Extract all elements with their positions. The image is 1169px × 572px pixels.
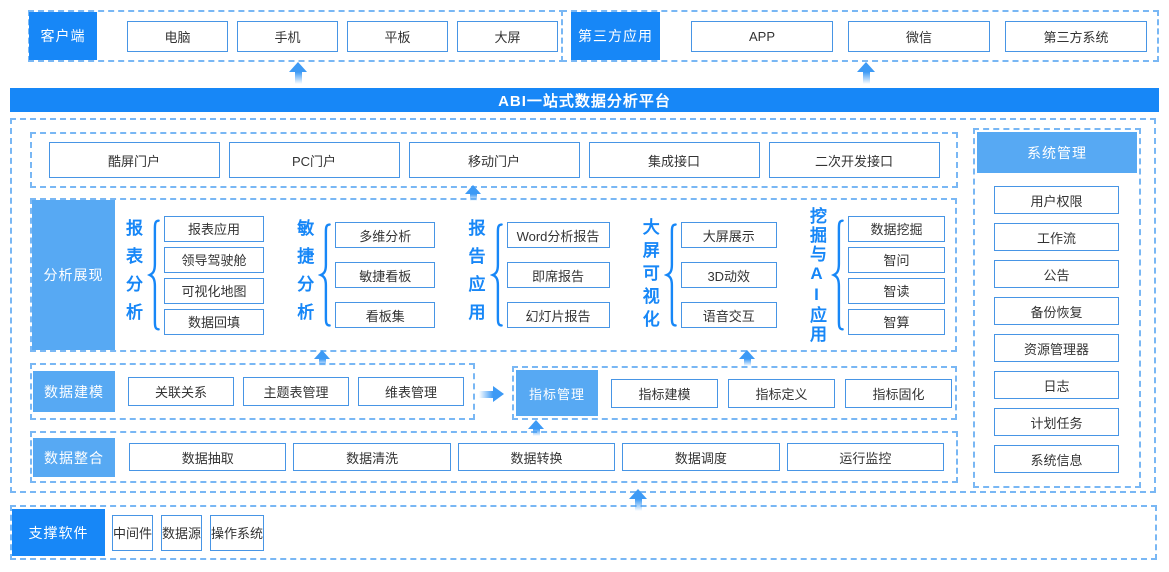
group-title: 报告应用 [465, 219, 485, 331]
modeling-section: 数据建模 关联关系主题表管理维表管理 [30, 363, 475, 420]
analysis-item: 语音交互 [680, 302, 777, 328]
indicator-label: 指标管理 [516, 370, 598, 416]
up-arrow-icon [857, 62, 875, 84]
analysis-item: 敏捷看板 [335, 262, 436, 288]
portal-item: PC门户 [228, 142, 400, 178]
modeling-item: 维表管理 [358, 377, 464, 406]
support-section: 支撑软件 中间件数据源操作系统 [10, 505, 1157, 560]
indicator-item: 指标固化 [845, 378, 952, 408]
analysis-item: 即席报告 [506, 262, 610, 288]
brace-icon [147, 219, 160, 331]
third-party-section: 第三方应用 APP 微信第三方系统 [561, 10, 1159, 62]
brace-icon [490, 223, 503, 327]
integration-item: 运行监控 [786, 443, 945, 471]
brace-icon [318, 223, 331, 327]
up-arrow-icon [629, 489, 647, 511]
analysis-item: 智问 [848, 246, 945, 273]
platform-container [10, 118, 1156, 493]
third-party-item: 第三方系统 [1005, 20, 1147, 52]
analysis-group-bigscreen: 大屏可视化 大屏展示 3D动效语音交互 [639, 217, 777, 333]
analysis-group-reporting: 报告应用 Word分析报告即席报告幻灯片报告 [465, 219, 610, 331]
analysis-item: 智算 [848, 308, 945, 335]
system-item: 计划任务 [994, 408, 1119, 436]
system-item: 日志 [994, 371, 1119, 399]
modeling-item: 关联关系 [128, 377, 234, 406]
modeling-item: 主题表管理 [243, 377, 349, 406]
analysis-item: 3D动效 [680, 262, 777, 288]
indicator-section: 指标管理 指标建模指标定义指标固化 [512, 366, 957, 420]
analysis-item: 看板集 [335, 302, 436, 328]
system-panel: 系统管理 用户权限工作流公告备份恢复资源管理器日志计划任务系统信息 [973, 128, 1141, 488]
client-item: 电脑 [127, 20, 228, 52]
portal-item: 移动门户 [408, 142, 580, 178]
client-item: 平板 [347, 20, 448, 52]
integration-item: 数据转换 [457, 443, 616, 471]
support-item: 中间件 [112, 514, 154, 551]
analysis-item: 多维分析 [335, 222, 436, 248]
client-section: 客户端 电脑手机平板大屏 [28, 10, 565, 62]
system-item: 工作流 [994, 223, 1119, 251]
up-arrow-icon [464, 185, 482, 201]
analysis-item: 领导驾驶舱 [164, 246, 264, 273]
system-item: 备份恢复 [994, 297, 1119, 325]
integration-label: 数据整合 [33, 438, 115, 477]
system-item: 系统信息 [994, 445, 1119, 473]
analysis-item: Word分析报告 [506, 222, 610, 248]
analysis-group-agile: 敏捷分析 多维分析敏捷看板看板集 [294, 219, 436, 331]
analysis-group-report: 报表分析 报表应用领导驾驶舱可视化地图数据回填 [123, 215, 264, 335]
platform-banner: ABI一站式数据分析平台 [10, 88, 1159, 112]
third-party-item: APP [691, 20, 833, 52]
modeling-label: 数据建模 [33, 371, 115, 412]
system-item: 资源管理器 [994, 334, 1119, 362]
client-item: 大屏 [457, 20, 558, 52]
group-title: 报表分析 [123, 219, 142, 331]
analysis-item: 数据回填 [164, 308, 264, 335]
group-title: 大屏可视化 [639, 217, 659, 333]
third-party-label: 第三方应用 [571, 12, 660, 60]
group-title: 挖掘与AI应用 [807, 206, 826, 344]
portal-item: 二次开发接口 [768, 142, 940, 178]
brace-icon [831, 219, 844, 331]
system-item: 用户权限 [994, 186, 1119, 214]
analysis-section: 分析展现 报表分析 报表应用领导驾驶舱可视化地图数据回填 敏捷分析 多维分析敏捷… [30, 198, 957, 352]
indicator-item: 指标建模 [611, 378, 718, 408]
analysis-item: 智读 [848, 277, 945, 304]
integration-item: 数据清洗 [293, 443, 451, 471]
analysis-item: 可视化地图 [164, 277, 264, 304]
right-arrow-icon [479, 386, 504, 402]
up-arrow-icon [527, 420, 545, 436]
up-arrow-icon [738, 350, 756, 366]
indicator-item: 指标定义 [728, 378, 835, 408]
support-label: 支撑软件 [12, 509, 105, 556]
support-item: 操作系统 [210, 514, 265, 551]
analysis-groups: 报表分析 报表应用领导驾驶舱可视化地图数据回填 敏捷分析 多维分析敏捷看板看板集… [120, 200, 949, 350]
up-arrow-icon [289, 62, 307, 84]
analysis-label: 分析展现 [32, 200, 115, 350]
support-item: 数据源 [161, 514, 203, 551]
up-arrow-icon [313, 350, 331, 366]
analysis-item: 大屏展示 [680, 222, 777, 248]
third-party-item: 微信 [848, 20, 990, 52]
system-label: 系统管理 [977, 132, 1137, 173]
client-label: 客户端 [29, 12, 97, 60]
brace-icon [664, 223, 677, 327]
system-item: 公告 [994, 260, 1119, 288]
client-item: 手机 [237, 20, 338, 52]
group-title: 敏捷分析 [294, 219, 314, 331]
analysis-group-ai: 挖掘与AI应用 数据挖掘智问智读智算 [807, 206, 945, 344]
analysis-item: 幻灯片报告 [506, 302, 610, 328]
portal-item: 集成接口 [588, 142, 760, 178]
integration-item: 数据抽取 [129, 443, 287, 471]
analysis-item: 数据挖掘 [848, 215, 945, 242]
integration-item: 数据调度 [622, 443, 780, 471]
portal-item: 酷屏门户 [48, 142, 220, 178]
integration-section: 数据整合 数据抽取数据清洗数据转换数据调度运行监控 [30, 431, 958, 483]
analysis-item: 报表应用 [164, 215, 264, 242]
